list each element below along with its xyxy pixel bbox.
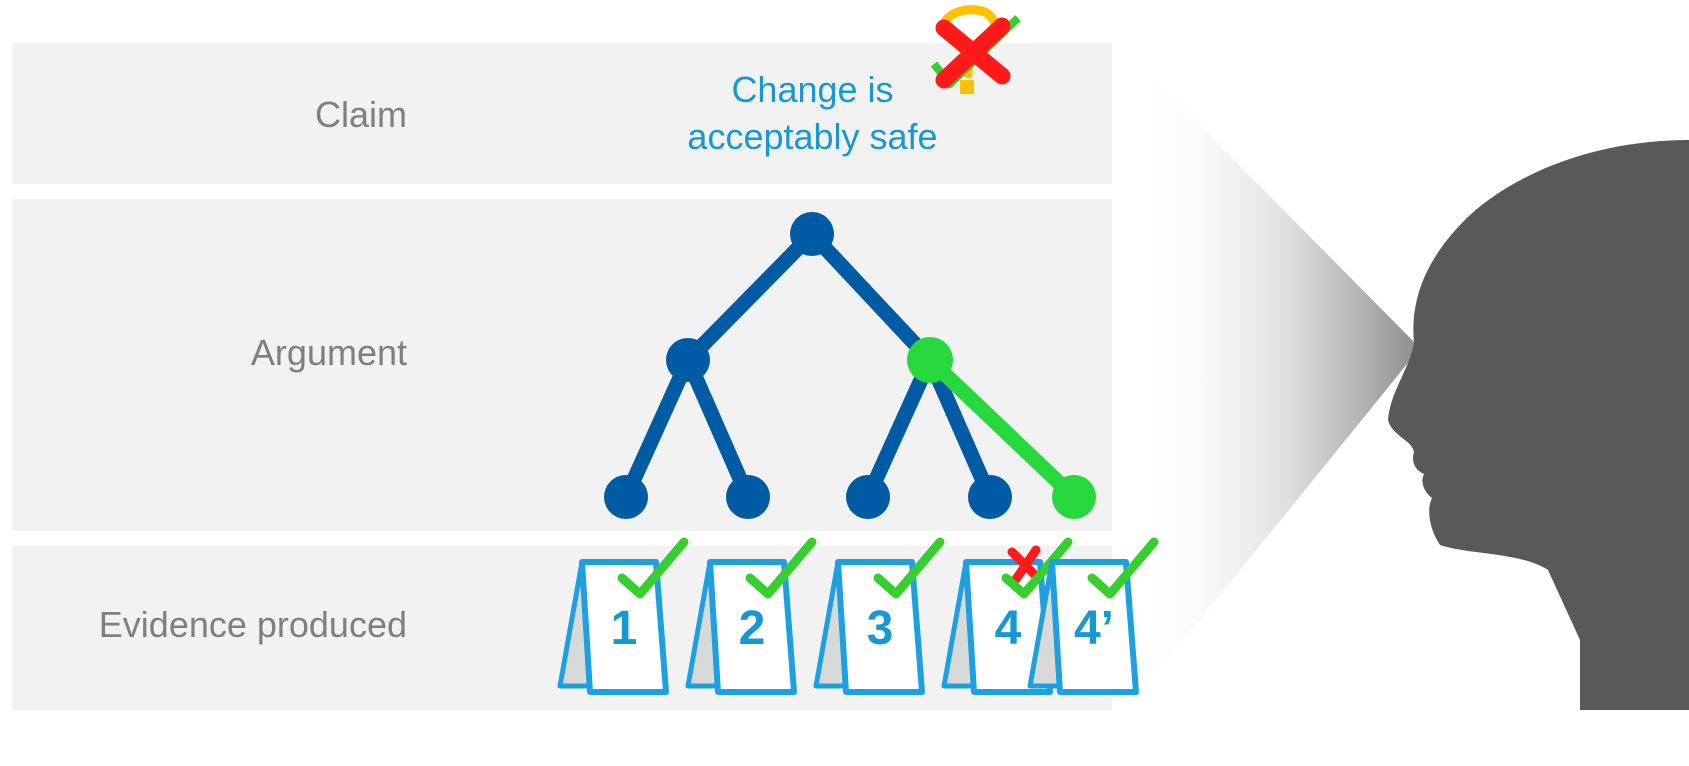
node-leaf-1 (604, 475, 648, 519)
evidence-doc-1: 1 (557, 537, 689, 695)
edge-root-left (680, 226, 820, 368)
edge-right-3 (860, 352, 938, 505)
evidence-doc-2: 2 (685, 537, 817, 695)
node-leaf-4-prime (1052, 475, 1096, 519)
evidence-doc-label: 1 (611, 602, 638, 655)
argument-tree-edges (618, 226, 998, 505)
argument-row-label: Argument (250, 332, 407, 373)
human-head-silhouette-icon (1388, 140, 1689, 710)
node-right-changed (907, 337, 953, 383)
sight-cone (1135, 80, 1420, 700)
edge-left-1 (618, 352, 696, 505)
evidence-documents: 1 2 3 4 4’ (557, 537, 1159, 695)
checkmark-icon (617, 537, 689, 599)
edge-root-right (804, 226, 938, 368)
claim-statement-line-1: Change is (731, 69, 894, 110)
checkmark-icon (873, 537, 945, 599)
checkmark-icon (1087, 537, 1159, 599)
cross-icon (1007, 545, 1043, 587)
evidence-doc-4: 4 (941, 537, 1073, 695)
edge-left-2 (680, 352, 756, 505)
evidence-doc-5: 4’ (1027, 537, 1159, 695)
node-left (666, 338, 710, 382)
node-leaf-3 (846, 475, 890, 519)
claim-band (12, 43, 1112, 184)
evidence-row-label: Evidence produced (98, 604, 407, 645)
node-leaf-2 (726, 475, 770, 519)
node-root (790, 212, 834, 256)
claim-row-label: Claim (314, 94, 407, 135)
argument-tree-nodes (604, 212, 1012, 519)
checkmark-icon (745, 537, 817, 599)
edge-new-evidence (922, 352, 1082, 505)
evidence-doc-label: 3 (867, 602, 894, 655)
evidence-doc-label: 4 (995, 602, 1022, 655)
question-check-cross-overlay-icon (930, 5, 1021, 94)
node-leaf-4 (968, 475, 1012, 519)
edge-right-4 (922, 352, 998, 505)
evidence-doc-3: 3 (813, 537, 945, 695)
evidence-doc-label: 4’ (1074, 602, 1114, 655)
claim-statement-line-2: acceptably safe (687, 116, 938, 157)
evidence-doc-label: 2 (739, 602, 766, 655)
claim-statement: Change is acceptably safe (660, 66, 965, 160)
